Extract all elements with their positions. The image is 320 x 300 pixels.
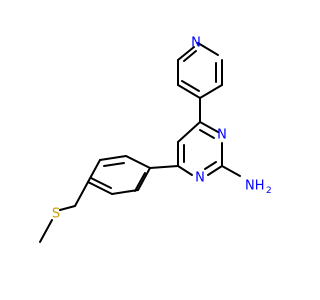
bond-phenyl-3 [87, 181, 113, 195]
bond-phenyl-6-inner [103, 162, 125, 167]
bond-phenyl-sulfur [59, 205, 76, 211]
pyrimidine-ring [177, 121, 223, 176]
atom-thioether-sulfur: S [52, 207, 60, 222]
bond-phenyl-5 [87, 159, 101, 183]
bond-pyrimidine-3-inner [204, 161, 217, 170]
bond-amine [221, 165, 241, 177]
bond-phenyl-3-inner [90, 177, 112, 189]
bond-pyrimidine-3 [207, 165, 223, 176]
bond-phenyl-1-inner [134, 172, 146, 192]
bond-pyridine-4 [177, 84, 201, 99]
bond-phenyl-7 [125, 155, 151, 169]
bond-pyrimidine-6 [177, 121, 201, 143]
bond-sulfur-methyl [39, 219, 53, 243]
bond-pyrimidine-1-inner [199, 129, 215, 139]
molecule-structure-diagram: N N N NH 2 S [39, 36, 272, 243]
bond-pyridine-1 [197, 42, 219, 56]
atom-amine-group: NH 2 [245, 179, 272, 197]
atom-amine-subscript: 2 [266, 186, 272, 196]
bond-pyridine-6-inner [183, 50, 197, 62]
bond-pyridine-3 [199, 84, 223, 99]
bond-pyrimidine-phenyl [149, 165, 179, 169]
atom-pyrimidine-nitrogen-lower: N [195, 171, 205, 186]
pyridine-ring [177, 42, 223, 99]
atom-amine: NH [245, 179, 265, 194]
bond-pyridine-6 [177, 46, 195, 61]
atom-pyridine-nitrogen: N [191, 36, 201, 51]
bond-phenyl-2 [111, 189, 139, 195]
bond-phenyl-4 [74, 181, 89, 207]
bond-phenyl-1 [137, 167, 151, 191]
bond-phenyl-6 [99, 155, 127, 161]
phenyl-ring [74, 155, 151, 207]
bond-pyrimidine-4 [177, 165, 193, 176]
atom-pyrimidine-nitrogen-upper: N [217, 128, 227, 143]
bond-pyridine-4-inner [181, 80, 200, 92]
bond-pyrimidine-1 [199, 121, 219, 133]
